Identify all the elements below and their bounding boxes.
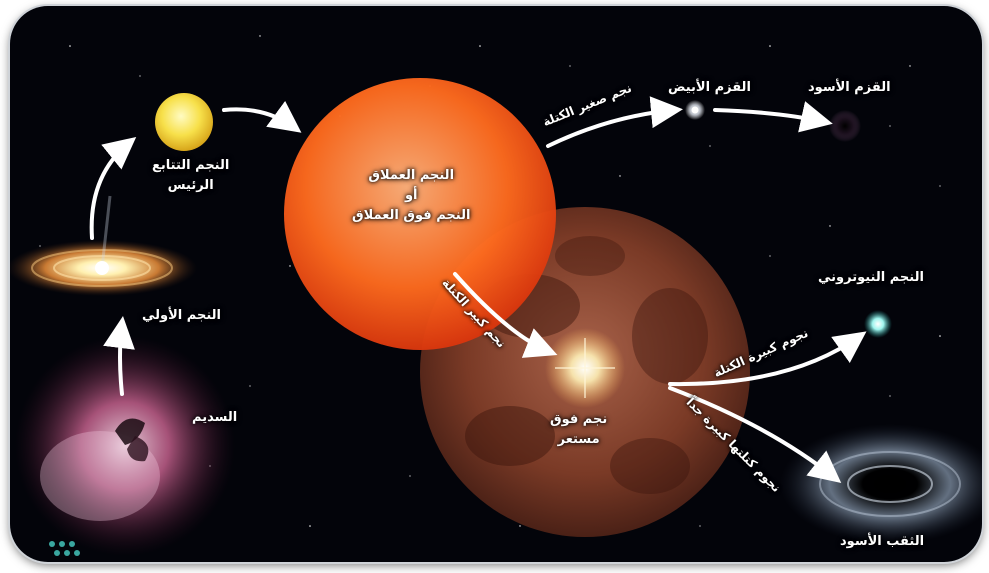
black-hole-image [780,424,982,544]
label-supernova-line1: نجم فوق [550,412,608,427]
label-white-dwarf: القزم الأبيض [668,80,751,95]
protostar-image [10,195,197,296]
label-giant-line3: النجم فوق العملاق [352,208,471,223]
nebula-image [15,336,235,556]
arrow-supernova-to-neutron [668,331,867,387]
neutron-star [864,310,892,338]
arrow-giant-to-supernova [453,272,558,358]
evolution-arrows [89,96,867,483]
label-nebula: السديم [192,410,238,425]
arrow-supernova-to-black-hole [668,386,842,483]
label-supernova-line2: مستعر [557,432,600,447]
label-black-dwarf: القزم الأسود [808,80,891,95]
arrow-white-dwarf-to-black-dwarf [713,101,833,133]
label-protostar: النجم الأولي [142,308,221,323]
label-main-sequence: النجم التتابع الرئيس [152,156,229,196]
label-giant-line2: أو [404,188,418,203]
stellar-life-cycle-diagram: السديم النجم الأولي النجم التتابع الرئيس… [10,6,982,562]
label-supernova: نجم فوق مستعر [550,410,607,450]
label-neutron-star: النجم النيوتروني [818,270,924,285]
main-sequence-star [155,93,213,151]
arrow-main-to-giant [222,100,302,133]
black-dwarf-star [829,110,861,142]
supernova-flare [555,338,615,398]
label-main-sequence-line1: النجم التتابع [152,158,230,173]
arrow-nebula-to-protostar [103,316,135,396]
label-giant-line1: النجم العملاق [368,168,455,183]
arrow-giant-to-white-dwarf [546,96,683,148]
diagram-canvas [10,35,982,556]
label-main-sequence-line2: الرئيس [167,178,214,193]
publisher-logo-icon [49,541,80,556]
white-dwarf-core [691,106,699,114]
arrow-protostar-to-main [89,136,137,240]
giant-star [284,78,556,350]
label-black-hole: الثقب الأسود [840,534,925,549]
label-giant: النجم العملاق أو النجم فوق العملاق [352,166,470,226]
